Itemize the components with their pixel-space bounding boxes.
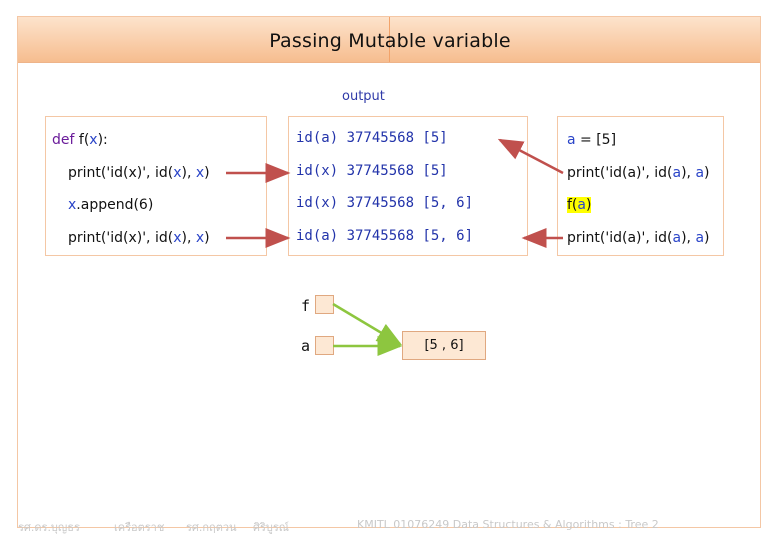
def-keyword: def — [52, 132, 75, 148]
name-a-label: a — [301, 337, 311, 355]
output-line-1: id(a) 37745568 [5] — [296, 130, 448, 146]
code-line-def: def f(x): — [52, 132, 108, 148]
name-f-box — [315, 295, 334, 314]
footer-course: KMITL 01076249 Data Structures & Algorit… — [357, 518, 659, 531]
list-object-value: [5 , 6] — [424, 338, 464, 353]
code-line-print-x-1: print('id(x)', id(x), x) — [68, 165, 210, 181]
footer-author1-last: เครือตราช — [114, 521, 165, 534]
code-line-print-a-2: print('id(a)', id(a), a) — [567, 230, 710, 246]
name-a-box — [315, 336, 334, 355]
code-line-append: x.append(6) — [68, 197, 154, 213]
slide-frame — [17, 16, 761, 528]
footer-author1: รศ.ดร.บุญธร — [18, 521, 80, 534]
code-line-call-f: f(a) — [567, 197, 592, 213]
name-f-label: f — [301, 297, 311, 315]
code-line-assign: a = [5] — [567, 132, 617, 148]
code-line-print-a-1: print('id(a)', id(a), a) — [567, 165, 710, 181]
output-box — [288, 116, 528, 256]
slide-title: Passing Mutable variable — [269, 30, 511, 52]
footer-author2: รศ.กฤตวน — [186, 521, 237, 534]
list-object-box: [5 , 6] — [402, 331, 486, 360]
code-line-print-x-2: print('id(x)', id(x), x) — [68, 230, 210, 246]
function-code-box — [45, 116, 267, 256]
output-line-4: id(a) 37745568 [5, 6] — [296, 228, 474, 244]
output-label: output — [342, 89, 385, 104]
footer-author2-last: ศิริบูรณ์ — [253, 521, 289, 534]
caller-code-box — [557, 116, 724, 256]
output-line-2: id(x) 37745568 [5] — [296, 163, 448, 179]
title-divider — [389, 17, 390, 62]
output-line-3: id(x) 37745568 [5, 6] — [296, 195, 474, 211]
